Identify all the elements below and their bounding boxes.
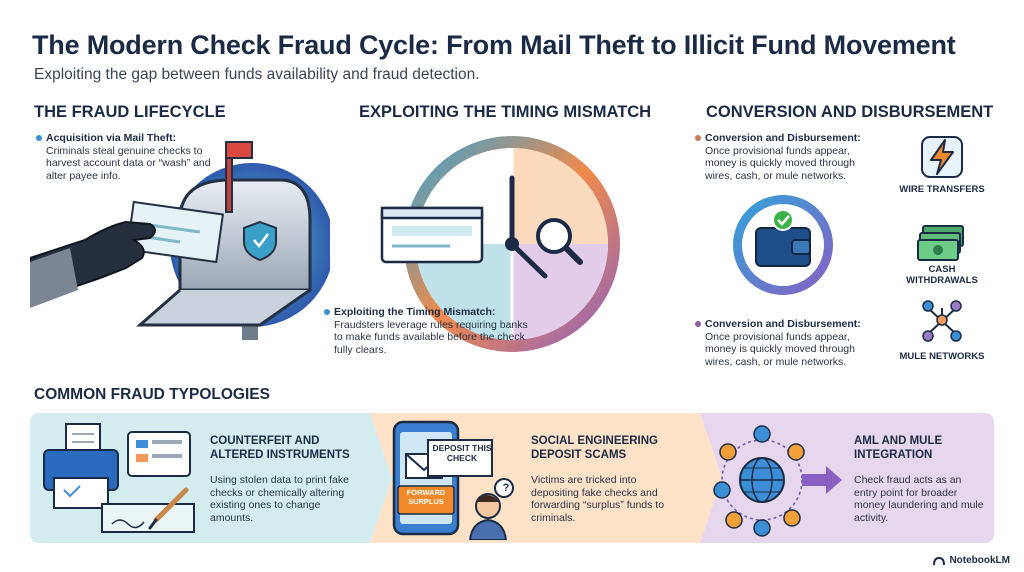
aml-globe-illustration [713,425,842,537]
question-mark-icon: ? [502,482,510,494]
bullet-dot [695,321,701,327]
page-subtitle: Exploiting the gap between funds availab… [34,66,480,83]
lifecycle-heading: THE FRAUD LIFECYCLE [34,103,226,121]
counterfeit-card-title: COUNTERFEIT AND ALTERED INSTRUMENTS [210,435,350,461]
timing-bullet-title: Exploiting the Timing Mismatch: [334,306,496,318]
counterfeit-printer-illustration [43,423,195,533]
wire-transfers-label: WIRE TRANSFERS [899,184,985,195]
timing-bullet: Exploiting the Timing Mismatch: Fraudste… [324,306,534,356]
bullet-dot [695,135,701,141]
conversion-heading: CONVERSION AND DISBURSEMENT [706,103,994,121]
mailbox-theft-illustration [30,141,330,340]
notebooklm-logo-icon [933,556,946,565]
cash-icon [917,225,964,261]
bullet-dot [324,309,330,315]
phone-forward-label: FORWARD SURPLUS [406,488,446,506]
timing-clock-illustration [380,136,620,352]
counterfeit-card-text: Using stolen data to print fake checks o… [210,474,349,524]
aml-card-title: AML AND MULE INTEGRATION [854,435,943,461]
timing-bullet-text: Fraudsters leverage rules requiring bank… [334,318,528,356]
lifecycle-bullet-title: Acquisition via Mail Theft: [46,132,177,144]
conversion-bullet-2-text: Once provisional funds appear, money is … [705,330,855,368]
cash-withdrawals-label: CASH WITHDRAWALS [906,264,978,286]
aml-card-text: Check fraud acts as an entry point for b… [854,474,984,524]
network-icon [922,300,962,342]
conversion-bullet-2-title: Conversion and Disbursement: [705,318,861,330]
mule-networks-label: MULE NETWORKS [899,351,985,362]
phone-deposit-label: DEPOSIT THIS CHECK [432,443,492,463]
conversion-bullet-1: Conversion and Disbursement: Once provis… [695,132,880,182]
deposit-scam-card-title: SOCIAL ENGINEERING DEPOSIT SCAMS [531,435,658,461]
deposit-scam-phone-illustration [392,420,514,540]
brand-label: NotebookLM [949,555,1010,566]
page-title: The Modern Check Fraud Cycle: From Mail … [32,30,956,60]
timing-heading: EXPLOITING THE TIMING MISMATCH [359,103,652,121]
brand-mark: NotebookLM [933,555,1010,566]
bullet-dot [36,135,42,141]
conversion-bullet-1-text: Once provisional funds appear, money is … [705,144,855,182]
lifecycle-bullet: Acquisition via Mail Theft: Criminals st… [36,132,216,182]
lifecycle-bullet-text: Criminals steal genuine checks to harves… [46,144,211,182]
deposit-scam-card-text: Victims are tricked into depositing fake… [531,474,665,524]
wallet-illustration [733,195,833,295]
typologies-heading: COMMON FRAUD TYPOLOGIES [34,386,270,403]
conversion-bullet-1-title: Conversion and Disbursement: [705,132,861,144]
lightning-icon [921,136,963,178]
conversion-bullet-2: Conversion and Disbursement: Once provis… [695,318,880,368]
